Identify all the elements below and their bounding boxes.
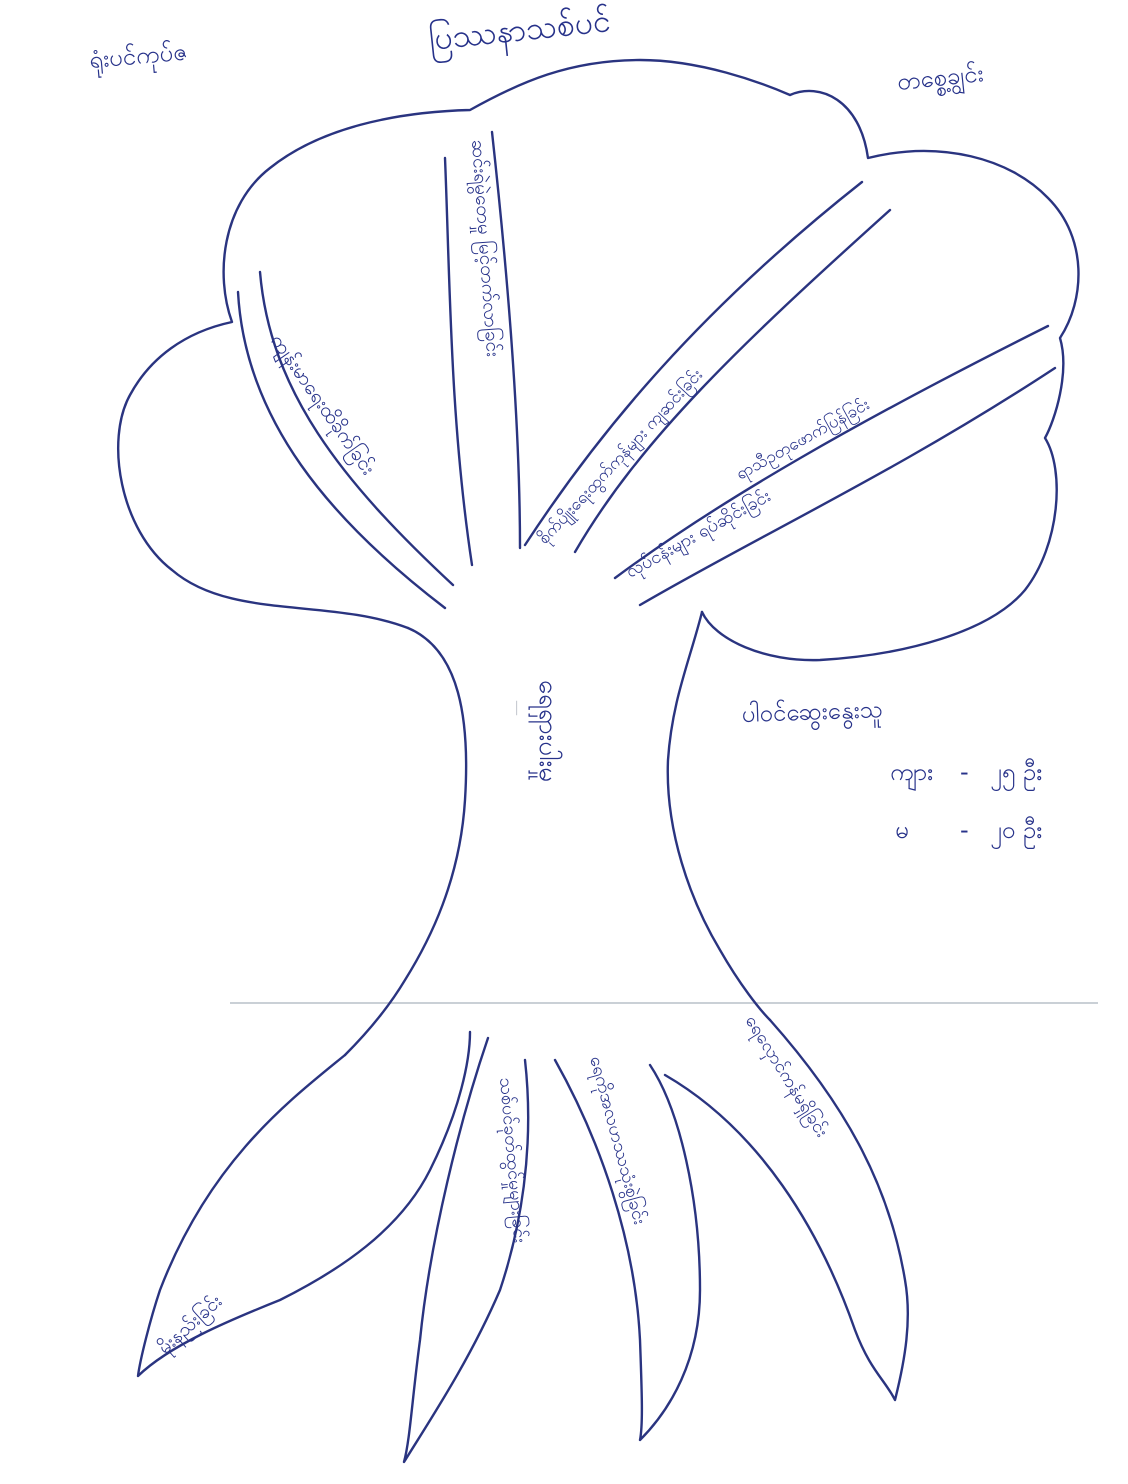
participants-male-label: ကျား bbox=[890, 758, 933, 791]
tree-trunk-left-edge bbox=[345, 628, 466, 1055]
participants-male-sep: - bbox=[960, 758, 969, 786]
sheet-left-note: ရုံးပင်ကုပ်ဇ bbox=[88, 37, 189, 79]
branches-group bbox=[238, 132, 1055, 608]
root-3-outline bbox=[555, 1060, 700, 1440]
faint-stamp-mark: — bbox=[508, 700, 527, 716]
branch-label-climate: ရာသီဥတုဖောက်ပြန်ခြင်း bbox=[732, 393, 875, 487]
branch-label-health: ကျန်းမာရေးထိခိုက်ခြင်း bbox=[263, 329, 381, 481]
root-label-no-reservoir: ရေလှောင်ကန်မရှိခြင်း bbox=[738, 1011, 833, 1142]
participants-female-sep: - bbox=[960, 816, 969, 844]
participants-male-value: ၂၅ ဦး bbox=[990, 757, 1042, 791]
branch-label-agri-output: စိုက်ပျိုးရေးထွက်ကုန်များ ကျဆင်းခြင်း bbox=[533, 364, 709, 551]
branch-label-poverty: ဆင်းရဲမွဲတေမှု မြင့်တက်လာခြင်း bbox=[463, 139, 506, 358]
branch-4-outline bbox=[615, 326, 1055, 605]
root-label-less-rain: မိုးနည်းခြင်း bbox=[152, 1289, 229, 1362]
participants-female-value: ၂၀ ဦး bbox=[990, 815, 1042, 849]
branch-label-business-halted: လုပ်ငန်းများ ရပ်ဆိုင်းခြင်း bbox=[622, 485, 776, 585]
participants-heading: ပါဝင်ဆွေးနွေးသူ bbox=[741, 694, 883, 734]
tree-canopy-outline bbox=[118, 60, 1078, 660]
trunk-label: ရေရှားပါးမှု bbox=[528, 680, 564, 782]
participants-female-label: မ bbox=[895, 816, 909, 844]
participants-block: ပါဝင်ဆွေးနွေးသူ ကျား - ၂၅ ဦး မ - ၂၀ ဦး bbox=[741, 694, 1042, 849]
tree-trunk-right-edge bbox=[668, 612, 770, 1020]
sheet-title: ပြဿနာသစ်ပင် bbox=[427, 1, 613, 64]
sheet-right-note: တစ္စေ့ချွင်း bbox=[896, 58, 986, 102]
